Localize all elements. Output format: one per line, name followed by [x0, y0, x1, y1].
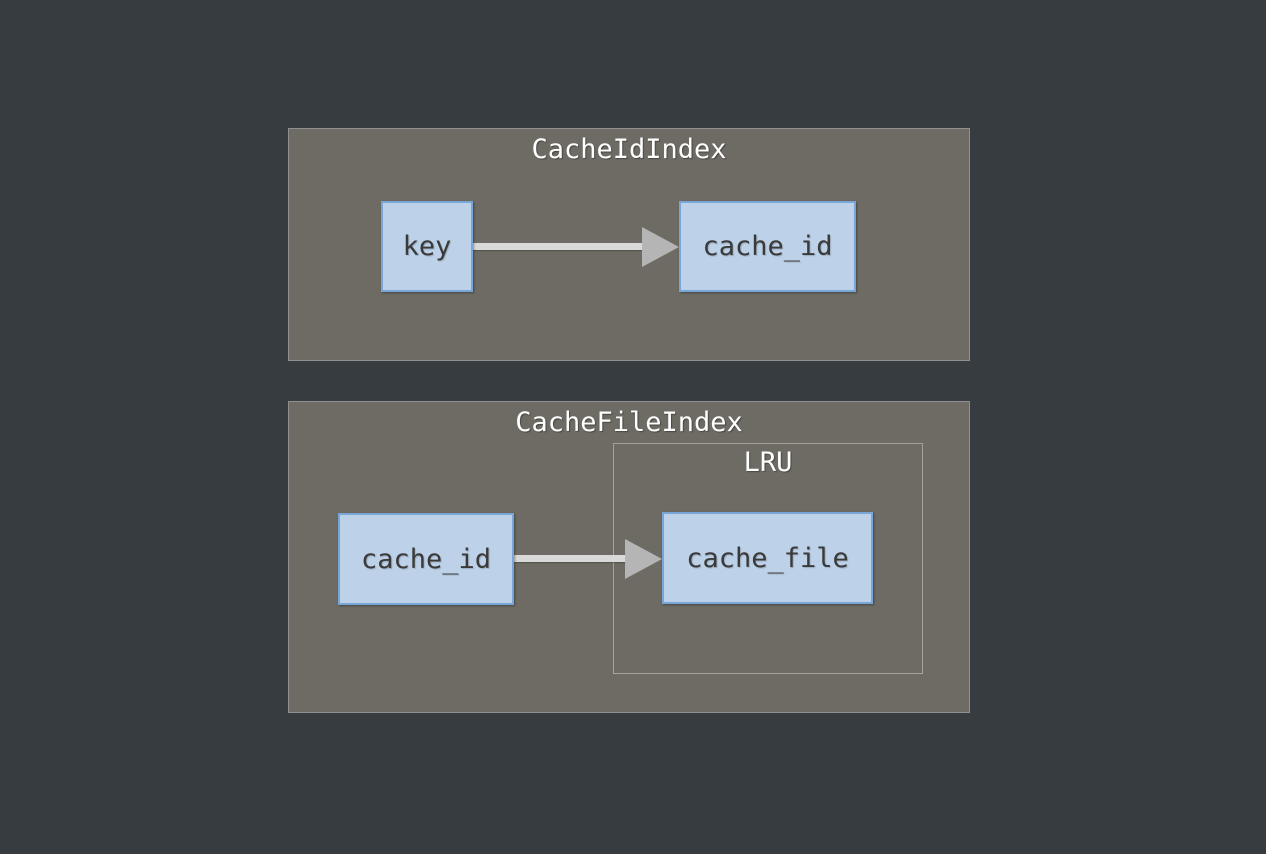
node-key-label: key: [402, 231, 452, 262]
node-cache-id-2-label: cache_id: [360, 543, 492, 575]
node-cache-id: cache_id: [679, 201, 856, 292]
node-cache-file: cache_file: [662, 512, 873, 604]
group-title-lru: LRU: [743, 447, 793, 478]
node-cache-id-label: cache_id: [702, 231, 833, 262]
node-key: key: [381, 201, 473, 292]
container-cache-file-index: CacheFileIndex LRU cache_id cache_file: [288, 401, 970, 713]
container-cache-id-index: CacheIdIndex key cache_id: [288, 128, 970, 361]
container-title-cache-id-index: CacheIdIndex: [531, 134, 727, 165]
node-cache-file-label: cache_file: [686, 542, 849, 574]
arrow-key-to-cache-id-shaft: [473, 243, 643, 250]
arrow-cache-id-to-cache-file-head: [625, 539, 662, 579]
arrow-cache-id-to-cache-file-shaft: [514, 555, 627, 562]
arrow-key-to-cache-id-head: [642, 227, 679, 267]
node-cache-id-2: cache_id: [338, 513, 514, 605]
container-title-cache-file-index: CacheFileIndex: [515, 407, 743, 438]
